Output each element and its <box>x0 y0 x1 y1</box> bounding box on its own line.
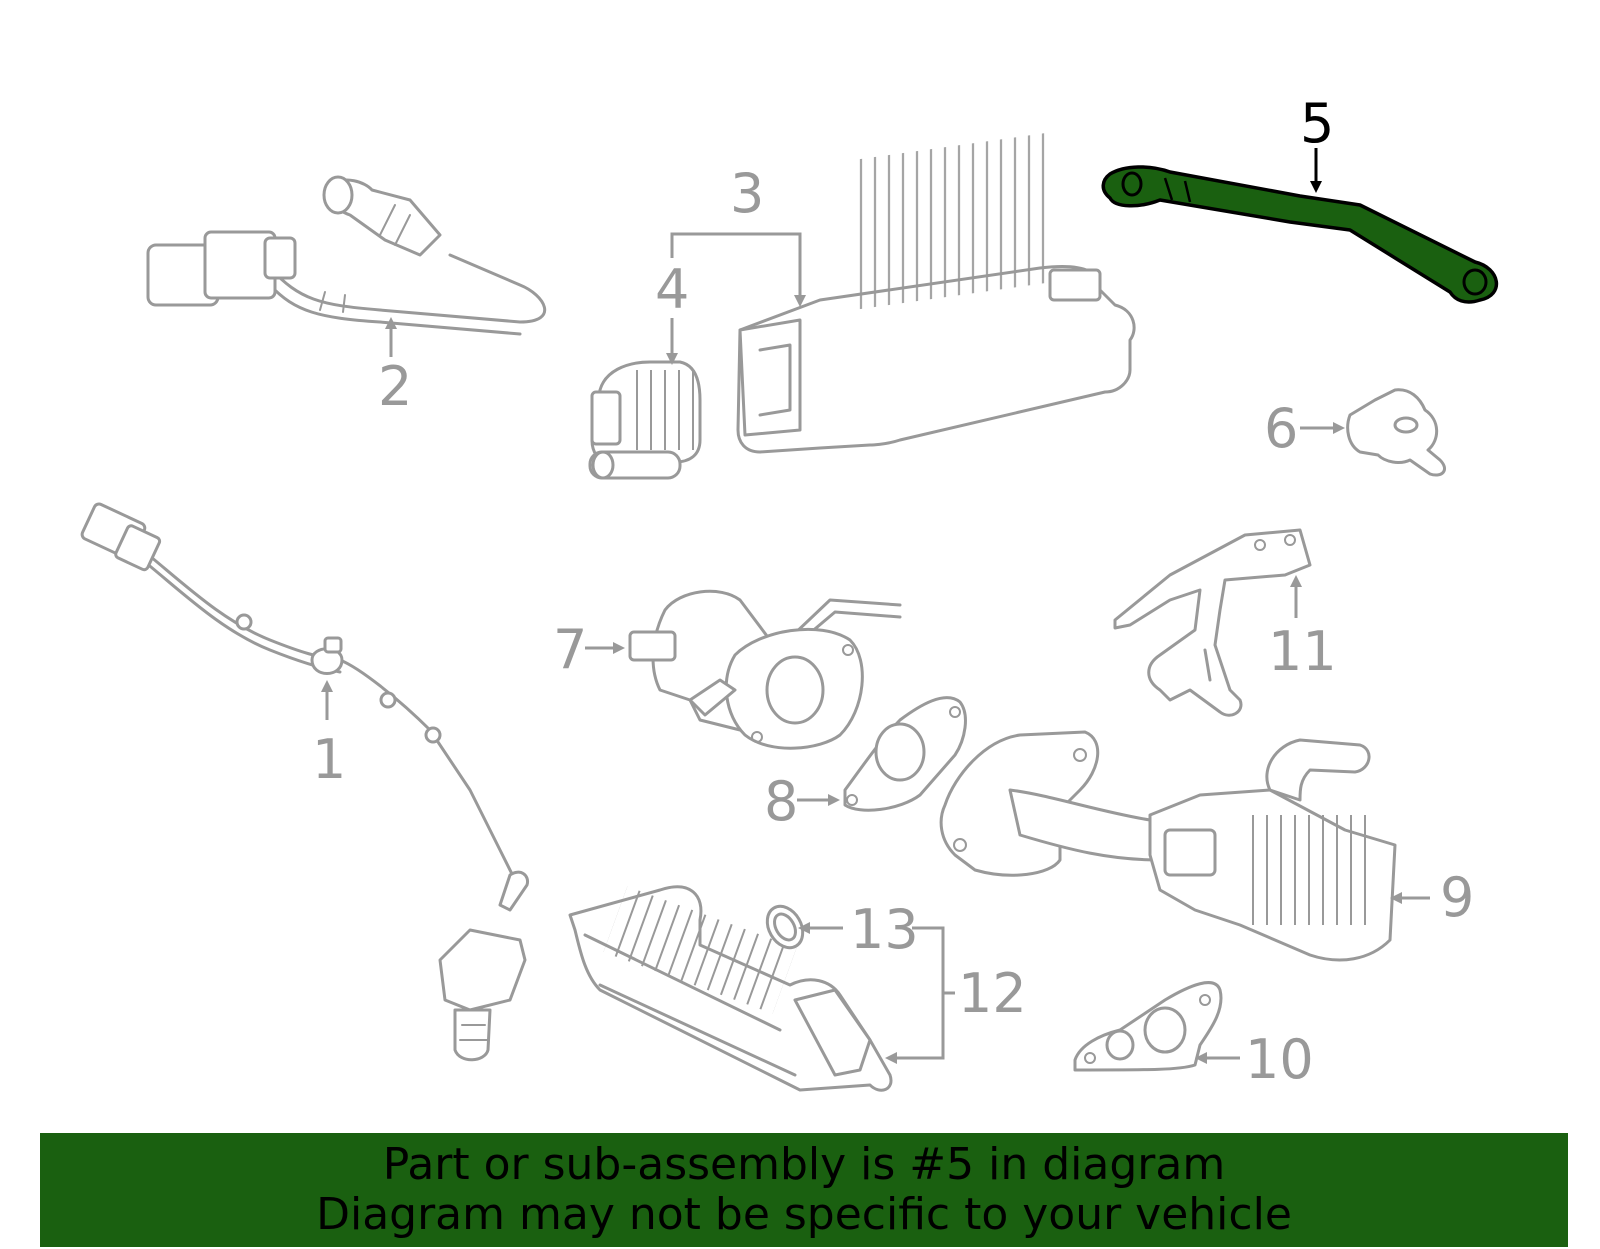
callout-labels: 1 2 3 4 5 6 7 8 9 10 11 12 13 <box>312 92 1474 1091</box>
part-8-gasket[interactable] <box>843 696 967 812</box>
info-banner: Part or sub-assembly is #5 in diagram Di… <box>40 1133 1568 1247</box>
part-1-oxygen-sensor-lower[interactable] <box>80 502 530 1062</box>
callout-12: 12 <box>958 962 1027 1025</box>
part-4-purge-valve[interactable] <box>588 360 702 480</box>
callout-5: 5 <box>1300 92 1334 155</box>
callout-9: 9 <box>1440 866 1474 929</box>
callout-1: 1 <box>312 728 346 791</box>
part-3-charcoal-canister[interactable] <box>736 132 1136 454</box>
callout-13: 13 <box>850 898 919 961</box>
part-7-egr-valve[interactable] <box>628 589 902 750</box>
callout-7: 7 <box>553 618 587 681</box>
part-11-bracket[interactable] <box>1113 528 1312 717</box>
callout-2: 2 <box>378 355 412 418</box>
banner-line-2: Diagram may not be specific to your vehi… <box>316 1189 1292 1240</box>
callout-8: 8 <box>764 770 798 833</box>
callout-10: 10 <box>1245 1028 1314 1091</box>
part-5-highlighted-pipe[interactable] <box>1101 165 1499 304</box>
callout-4: 4 <box>655 258 689 321</box>
part-12-egr-cooler[interactable] <box>568 885 893 1092</box>
part-6-sensor[interactable] <box>1346 388 1446 477</box>
leader-lines <box>321 148 1430 1064</box>
part-10-gasket[interactable] <box>1073 981 1223 1072</box>
callout-11: 11 <box>1268 620 1337 683</box>
banner-line-1: Part or sub-assembly is #5 in diagram <box>382 1139 1226 1190</box>
part-13-seal-ring[interactable] <box>760 900 810 954</box>
part-2-oxygen-sensor-upper[interactable] <box>146 175 546 336</box>
callout-3: 3 <box>730 162 764 225</box>
callout-6: 6 <box>1264 397 1298 460</box>
part-9-egr-cooler-pipe[interactable] <box>939 730 1397 962</box>
